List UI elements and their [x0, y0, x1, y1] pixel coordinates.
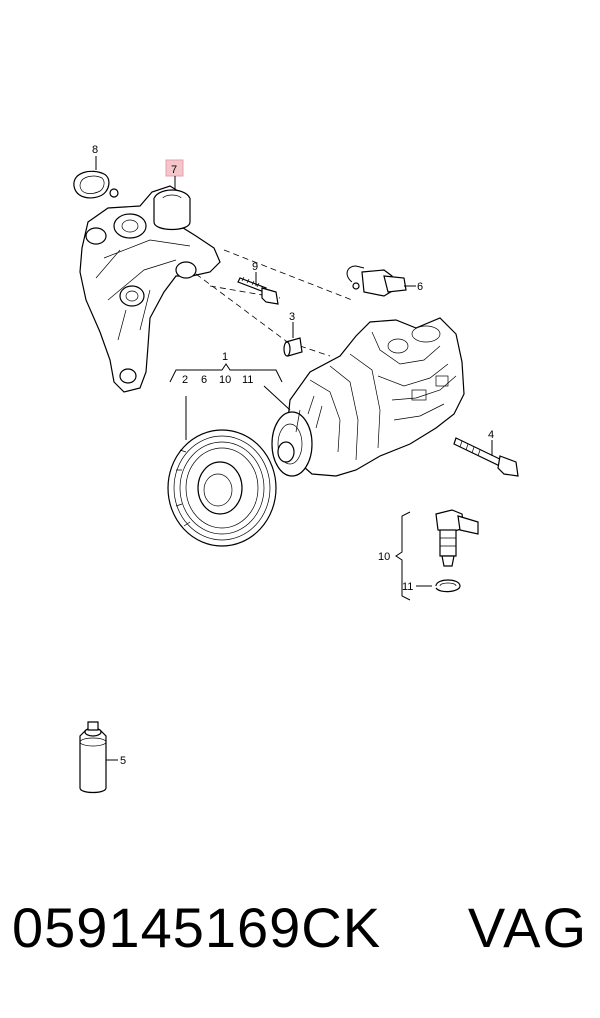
- brand-name: VAG: [467, 896, 588, 959]
- part-5-oil-bottle: [79, 721, 107, 794]
- callout-4: 4: [488, 429, 494, 441]
- group-1-label-11: 11: [242, 374, 253, 386]
- part-9-bolt: [237, 276, 279, 305]
- callout-5: 5: [120, 755, 126, 767]
- callout-1: 1: [222, 351, 228, 363]
- leader-1: [263, 385, 291, 411]
- detail-callout-11: 11: [402, 581, 413, 593]
- group-1-label-6: 6: [201, 374, 207, 386]
- part-6-sensor: [346, 265, 407, 297]
- group-1-brace: [169, 363, 283, 383]
- detail-brace: [395, 511, 411, 601]
- callout-8: 8: [92, 144, 98, 156]
- group-1-label-10: 10: [219, 374, 231, 386]
- footer: 059145169CK VAG: [0, 895, 600, 985]
- part-number: 059145169CK: [12, 896, 382, 959]
- assembly-line-c: [223, 249, 353, 301]
- part-2-pulley: [167, 429, 277, 547]
- detail-callout-10: 10: [378, 551, 390, 563]
- part-7-bracket: [79, 185, 221, 393]
- compressor-body: [271, 317, 465, 477]
- part-8-seal: [73, 170, 119, 199]
- part-3-bushing: [283, 337, 303, 357]
- assembly-line-d: [299, 345, 331, 357]
- callout-7: 7: [171, 164, 177, 176]
- part-4-bolt: [453, 437, 519, 477]
- callout-9: 9: [252, 261, 258, 273]
- part-10-valve: [435, 509, 479, 567]
- group-1-label-2: 2: [182, 374, 188, 386]
- assembly-line-b: [209, 285, 281, 299]
- part-11-circlip: [435, 579, 461, 593]
- callout-6: 6: [417, 281, 423, 293]
- callout-3: 3: [289, 311, 295, 323]
